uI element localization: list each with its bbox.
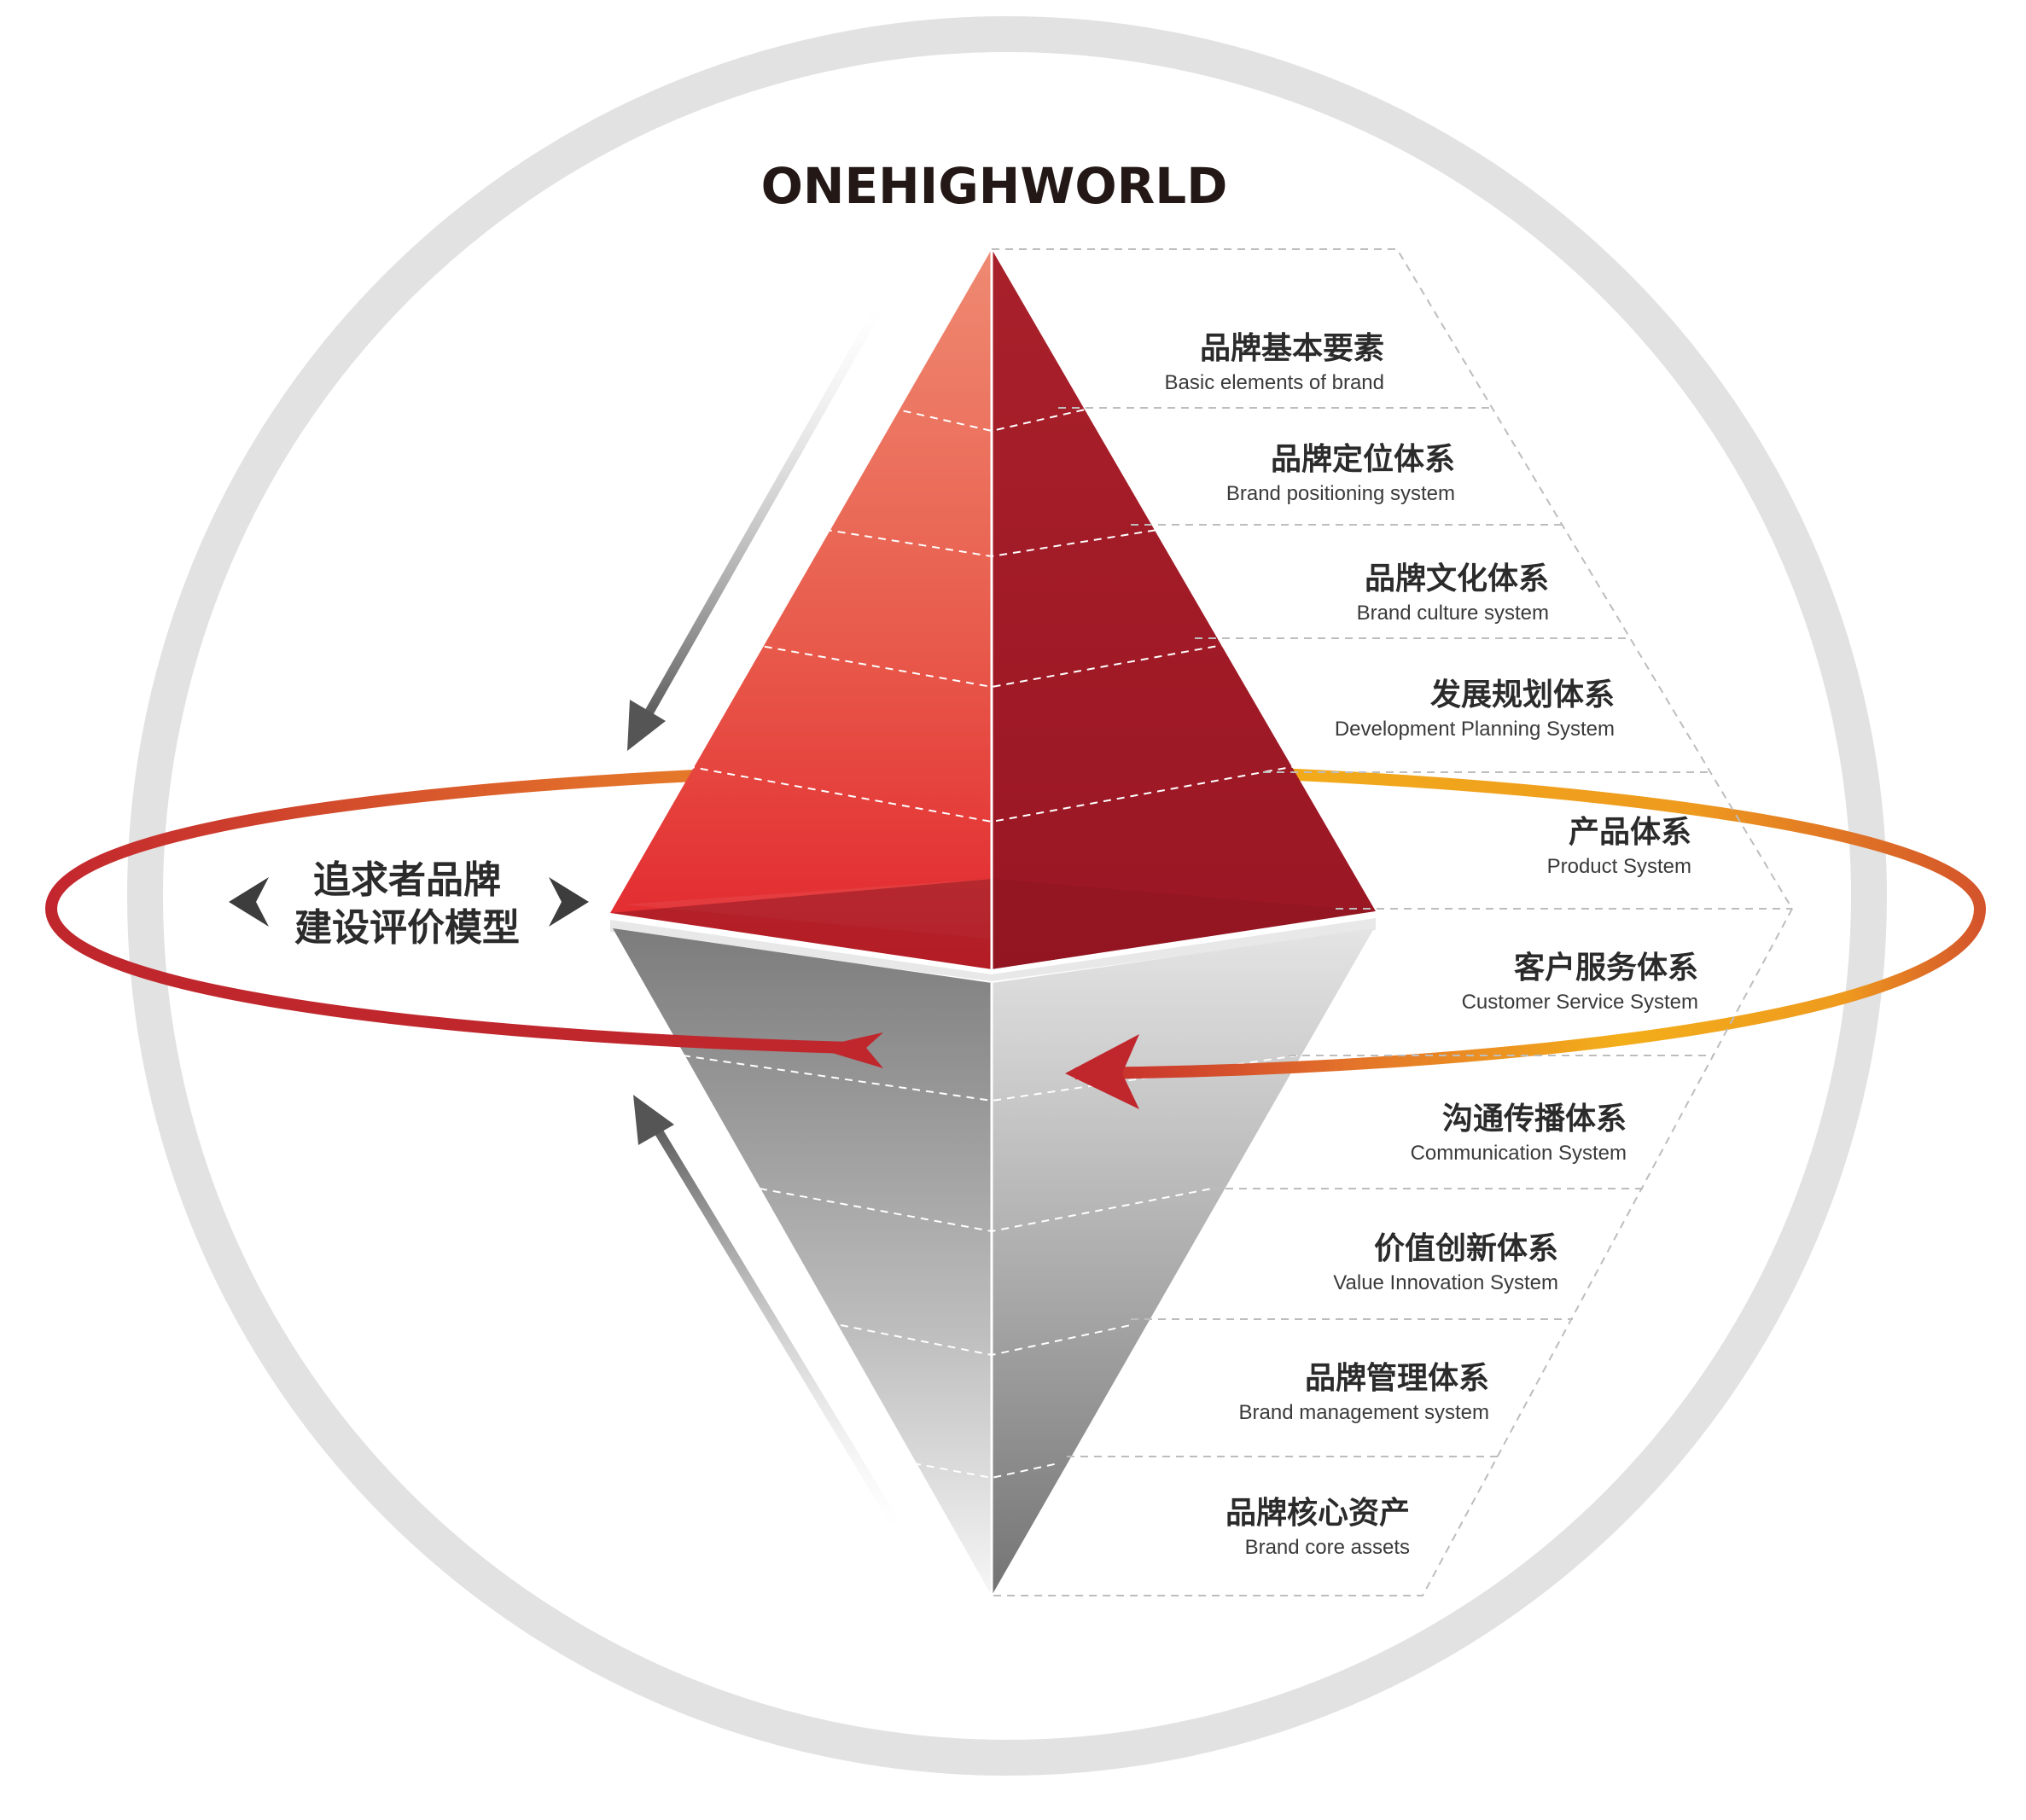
layer-en: Development Planning System [1335,718,1615,741]
layer-cn: 沟通传播体系 [1442,1102,1627,1137]
upper-layer-lines [686,407,1296,823]
layer-cn: 价值创新体系 [1374,1231,1558,1266]
lower-left-face [613,928,992,1596]
lower-pyramid [613,928,1374,1596]
layer-cn: 发展规划体系 [1430,677,1615,712]
layer-cn: 品牌管理体系 [1305,1361,1489,1396]
orbit-arrow-right [1065,1034,1139,1109]
model-title-line2: 建设评价模型 [294,906,520,950]
lower-right-face [992,928,1374,1596]
layer-cn: 品牌文化体系 [1365,561,1549,596]
layer-en: Basic elements of brand [1165,371,1384,394]
upper-pyramid [610,249,1376,969]
layer-labels: 品牌基本要素 Basic elements of brand 品牌定位体系 Br… [1165,331,1698,1559]
layer-en: Brand management system [1239,1401,1489,1424]
down-arrow [627,305,883,751]
chevron-left-icon [229,877,269,927]
orbit-front-left [45,908,854,1054]
label-frame [992,248,1794,1596]
layer-cn: 品牌基本要素 [1200,331,1384,366]
layer-en: Product System [1547,855,1691,878]
model-title-line1: 追求者品牌 [313,858,501,902]
layer-cn: 产品体系 [1569,815,1691,850]
up-arrow [633,1095,902,1530]
layer-en: Communication System [1411,1142,1627,1165]
brand-title: ONEHIGHWORLD [761,157,1228,215]
lower-layer-lines [682,1055,1298,1480]
layer-cn: 品牌定位体系 [1271,442,1455,477]
chevron-right-icon [549,877,589,927]
orbit-arrow-tail [815,1032,883,1068]
layer-cn: 客户服务体系 [1514,951,1698,986]
layer-en: Brand positioning system [1226,482,1455,505]
orbit-front [1074,908,1986,1079]
pyramid-left-face [610,249,992,969]
layer-cn: 品牌核心资产 [1225,1496,1410,1531]
outer-ring [127,16,1887,1776]
layer-en: Brand core assets [1245,1536,1410,1559]
layer-en: Value Innovation System [1333,1271,1558,1294]
pyramid-right-face [992,249,1376,969]
layer-en: Customer Service System [1462,991,1698,1014]
layer-en: Brand culture system [1357,602,1549,625]
